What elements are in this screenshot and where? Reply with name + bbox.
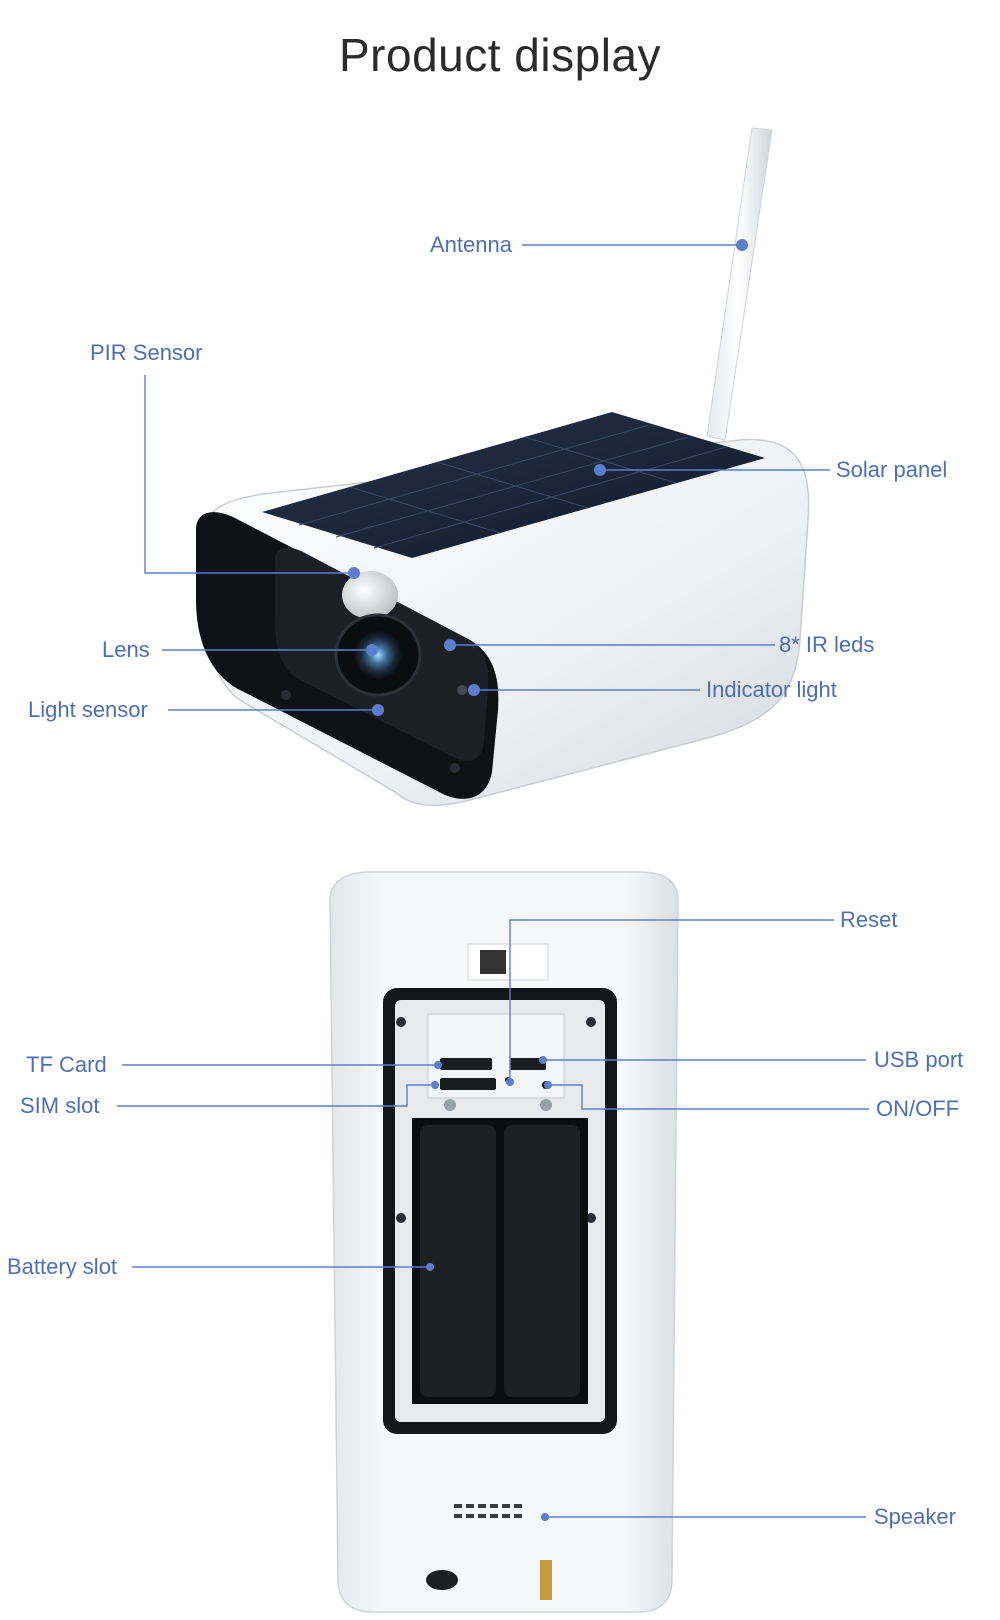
- page-title: Product display: [339, 29, 661, 81]
- label-usb-port: USB port: [874, 1047, 964, 1072]
- screw: [396, 1213, 406, 1223]
- sim-slot-dot: [431, 1081, 439, 1089]
- lens-dot: [366, 644, 378, 656]
- tf-card-slot: [440, 1058, 492, 1070]
- back-camera-illustration: [329, 871, 679, 1613]
- label-sim-slot: SIM slot: [20, 1093, 100, 1118]
- tf-card-dot: [434, 1061, 442, 1069]
- screw: [396, 1017, 406, 1027]
- label-tf-card: TF Card: [26, 1052, 107, 1077]
- indicator-led: [457, 685, 467, 695]
- screw: [444, 1099, 456, 1111]
- ir-leds-dot: [444, 639, 456, 651]
- battery-cell-right: [504, 1125, 580, 1397]
- label-pir-sensor: PIR Sensor: [90, 340, 203, 365]
- screw: [450, 763, 460, 773]
- label-speaker: Speaker: [874, 1504, 956, 1529]
- label-reset: Reset: [840, 907, 898, 932]
- pir-sensor-dot: [348, 567, 360, 579]
- leader-lines: [117, 244, 869, 1518]
- label-battery-slot: Battery slot: [7, 1254, 118, 1279]
- label-indicator-light: Indicator light: [706, 677, 837, 702]
- usb-port-slot: [510, 1058, 546, 1070]
- label-solar-panel: Solar panel: [836, 457, 948, 482]
- label-antenna: Antenna: [430, 232, 512, 257]
- solar-panel-dot: [594, 464, 606, 476]
- screw: [540, 1099, 552, 1111]
- label-ir-leds: 8* IR leds: [779, 632, 875, 657]
- antenna-dot: [736, 239, 748, 251]
- antenna-rod: [706, 127, 773, 441]
- battery-slot-dot: [426, 1263, 434, 1271]
- speaker-dot: [541, 1513, 549, 1521]
- label-lens: Lens: [102, 637, 150, 662]
- leader-dots: [348, 239, 748, 1521]
- solar-panel-grid: [298, 424, 727, 549]
- usb-port-dot: [539, 1056, 547, 1064]
- qr-code-icon: [480, 950, 506, 974]
- front-camera-illustration: [196, 127, 810, 806]
- camera-lens: [354, 631, 402, 679]
- sim-card-slot: [440, 1078, 496, 1090]
- label-light-sensor: Light sensor: [28, 697, 148, 722]
- screw: [586, 1213, 596, 1223]
- antenna-connector: [540, 1560, 552, 1600]
- speaker-grille: [454, 1504, 522, 1518]
- power-jack: [426, 1570, 458, 1590]
- on-off-dot: [544, 1081, 552, 1089]
- pir-dome: [342, 571, 398, 619]
- screw: [281, 690, 291, 700]
- light-sensor-dot: [372, 704, 384, 716]
- label-on-off: ON/OFF: [876, 1096, 960, 1121]
- indicator-light-dot: [468, 684, 480, 696]
- battery-cell-left: [420, 1125, 496, 1397]
- reset-dot: [506, 1078, 514, 1086]
- screw: [586, 1017, 596, 1027]
